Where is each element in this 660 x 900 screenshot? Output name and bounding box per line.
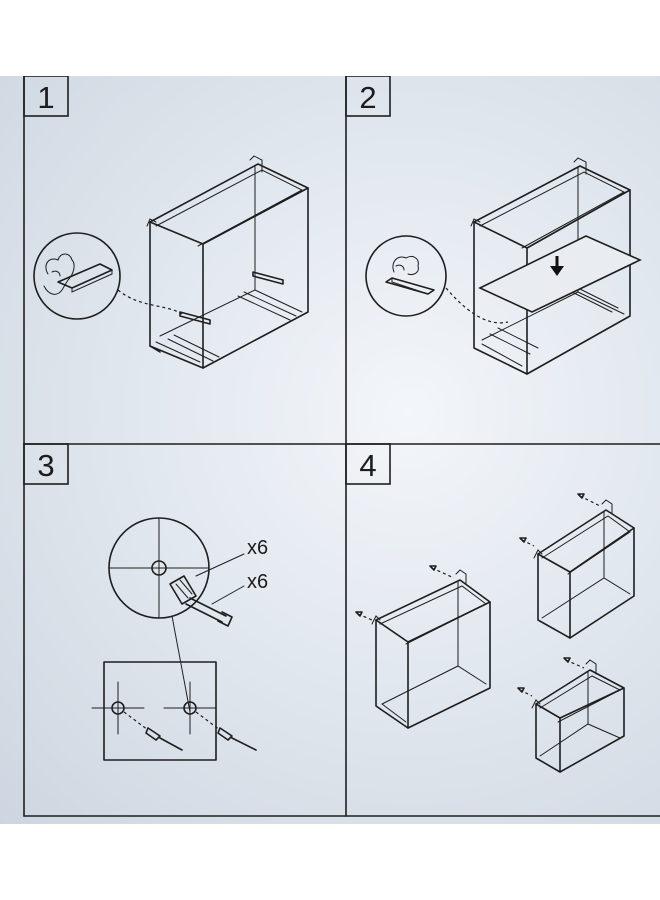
step-3-illustration: x6 x6 (91, 517, 268, 761)
step-3-number-box: 3 (23, 443, 69, 485)
wire-frame-cube (146, 155, 309, 369)
wall-panel (91, 661, 257, 761)
svg-text:3: 3 (37, 448, 54, 483)
step-1-number-box: 1 (23, 76, 69, 117)
panel-grid (23, 76, 660, 817)
shelf-panel (478, 235, 642, 313)
wire-frame-cube (470, 157, 631, 375)
svg-text:2: 2 (359, 80, 376, 115)
screw-icon (185, 597, 233, 627)
step-4-number-box: 4 (345, 443, 391, 485)
step-2-illustration (365, 157, 642, 375)
step-2-number-box: 2 (345, 76, 391, 117)
wall-plug-icon (169, 575, 197, 605)
svg-text:4: 4 (359, 448, 376, 483)
arrow-down-icon (550, 256, 564, 276)
plug-count-label: x6 (247, 537, 268, 559)
mounted-cube-large (355, 565, 491, 729)
screw-count-label: x6 (247, 571, 268, 593)
mounted-cube-medium (519, 493, 635, 639)
assembly-diagram: 1 2 3 4 (23, 76, 660, 817)
step-4-illustration (355, 493, 635, 773)
mounted-cube-small (517, 657, 625, 773)
step-1-illustration (33, 155, 309, 369)
detail-magnifier (365, 235, 509, 324)
detail-magnifier (33, 232, 183, 320)
wall-hole-magnifier (108, 517, 210, 619)
svg-text:1: 1 (37, 80, 54, 115)
instruction-sheet: 1 2 3 4 (0, 76, 660, 824)
